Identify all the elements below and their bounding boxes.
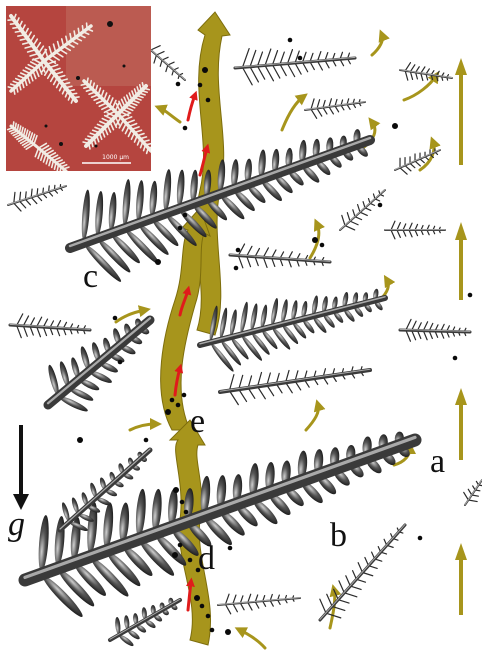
particle — [202, 67, 208, 73]
dendrite-right-5 — [340, 190, 385, 230]
particle — [298, 56, 303, 61]
dendrite-right-6 — [385, 221, 445, 239]
particle — [180, 500, 185, 505]
particle — [118, 360, 123, 365]
gravity-label: g — [8, 508, 25, 542]
label-e: e — [190, 405, 205, 439]
particle — [165, 409, 171, 415]
label-d: d — [198, 542, 215, 576]
red-arrow-5 — [188, 95, 195, 120]
curved-arrow-1 — [372, 35, 383, 55]
label-c: c — [83, 260, 98, 294]
particle — [178, 543, 183, 548]
curved-arrow-2 — [404, 76, 436, 100]
particle — [228, 546, 233, 551]
particle — [378, 203, 383, 208]
dendrite-bottom-left-small — [110, 598, 180, 648]
dendrite-e-large — [200, 288, 385, 373]
up-arrow-2 — [455, 222, 467, 300]
curved-arrow-13 — [240, 630, 265, 648]
particle — [206, 98, 211, 103]
dendrite-right-4 — [395, 149, 440, 174]
particle — [155, 259, 161, 265]
dendrite-left-top — [8, 185, 66, 211]
particle — [210, 628, 215, 633]
inset-crystal-image — [6, 6, 151, 171]
particle — [468, 293, 473, 298]
particle — [113, 316, 118, 321]
curved-arrow-6 — [160, 108, 180, 122]
particle — [183, 213, 188, 218]
particle — [184, 510, 189, 515]
particle — [176, 82, 181, 87]
curved-arrow-3 — [282, 97, 303, 130]
particle — [183, 126, 188, 131]
label-b: b — [330, 519, 347, 553]
particle — [194, 595, 200, 601]
dendrite-bottom-small — [218, 594, 300, 614]
upward-flow-arrows — [455, 58, 467, 615]
particle — [172, 552, 178, 558]
dendrite-top-right-1 — [235, 49, 355, 85]
particle — [198, 83, 203, 88]
dendrite-right-3 — [305, 99, 365, 119]
particle — [418, 536, 423, 541]
particle — [176, 403, 181, 408]
particle — [170, 398, 175, 403]
dendrite-d-large — [25, 431, 415, 620]
particle — [288, 38, 293, 43]
particle — [200, 604, 205, 609]
up-arrow-1 — [455, 58, 467, 165]
particle — [182, 393, 187, 398]
particle — [312, 237, 318, 243]
dendrite-far-right — [464, 480, 482, 505]
dendrite-top-mid — [145, 45, 185, 80]
dendrite-left-mid — [10, 314, 90, 338]
particle — [234, 266, 239, 271]
particle — [206, 614, 211, 619]
particle — [392, 123, 398, 129]
dendrite-right-7 — [400, 319, 470, 341]
inset-scale-bar-label: 1000 µm — [102, 154, 129, 161]
particle — [77, 437, 83, 443]
curved-arrow-9 — [116, 310, 145, 322]
particle — [144, 438, 149, 443]
particle — [236, 248, 241, 253]
particle — [188, 558, 193, 563]
inset-micrograph: 1000 µm — [6, 6, 151, 171]
up-arrow-4 — [455, 543, 467, 615]
up-arrow-3 — [455, 388, 467, 460]
particle — [178, 226, 183, 231]
dendrite-left-cluster — [46, 318, 150, 414]
dendrite-top-right-2 — [400, 63, 452, 81]
curved-arrow-12 — [130, 424, 156, 430]
particle — [173, 487, 179, 493]
particle — [225, 629, 231, 635]
particle — [320, 243, 325, 248]
particle — [453, 356, 458, 361]
dendrite-mid-right-2 — [220, 367, 370, 405]
label-a: a — [430, 445, 445, 479]
curved-arrow-10 — [306, 405, 318, 430]
